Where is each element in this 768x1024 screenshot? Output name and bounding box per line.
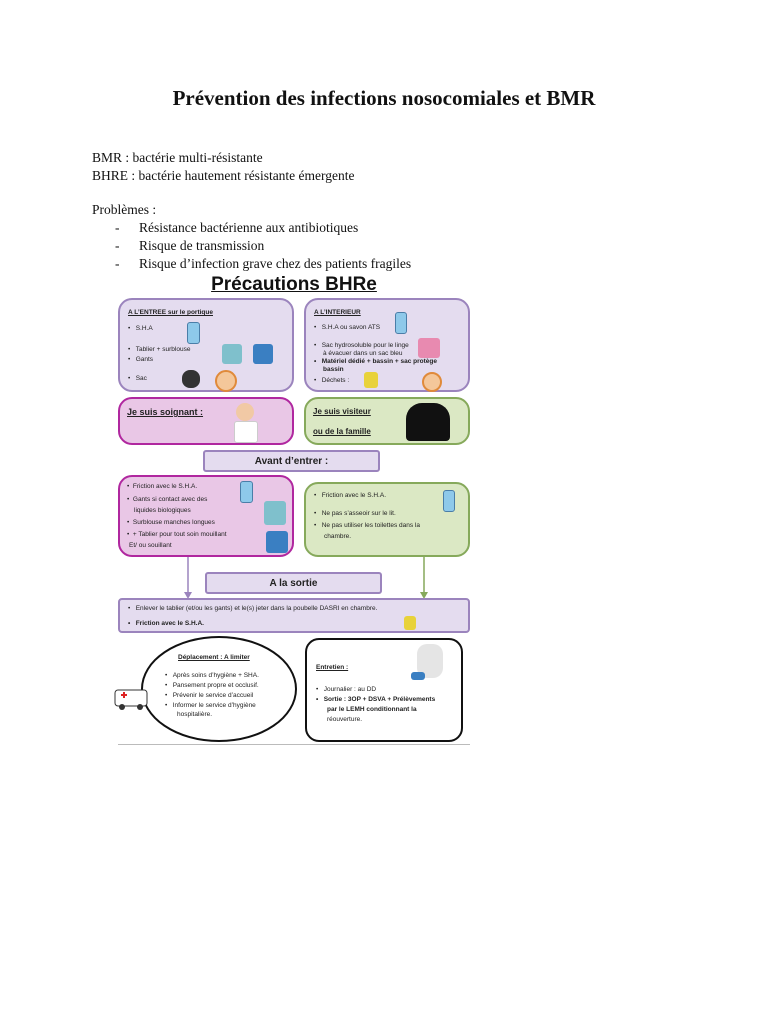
entretien-heading: Entretien :	[316, 664, 349, 671]
interieur-item: • Matériel dédié + bassin + sac protège	[314, 358, 437, 365]
nurse-body-icon	[234, 421, 258, 443]
visiteur-label: ou de la famille	[313, 427, 371, 436]
nurse-icon	[236, 403, 254, 421]
sanitizer-bottle-icon	[187, 322, 200, 344]
visiteur-box: Je suis visiteur ou de la famille	[304, 397, 470, 445]
apron-icon	[264, 501, 286, 525]
problem-item: -Risque d’infection grave chez des patie…	[115, 256, 412, 271]
laundry-bag-icon	[418, 338, 440, 358]
avant-label: Avant d’entrer :	[254, 456, 329, 467]
definition-bhre: BHRE : bactérie hautement résistante éme…	[92, 168, 355, 183]
interieur-heading: A L’INTERIEUR	[314, 309, 361, 316]
soignant-list-item-cont: liquides biologiques	[134, 507, 191, 514]
apron-icon	[222, 344, 242, 364]
interieur-item-cont: à évacuer dans un sac bleu	[323, 350, 403, 357]
deplacement-heading: Déplacement : A limiter	[178, 654, 250, 661]
visiteur-list-item-cont: chambre.	[324, 533, 352, 540]
visiteur-list-item: • Friction avec le S.H.A.	[314, 492, 387, 499]
sanitizer-bottle-icon	[240, 481, 253, 503]
entree-item: • Sac	[128, 375, 147, 382]
visiteur-label: Je suis visiteur	[313, 407, 371, 416]
avant-banner: Avant d’entrer :	[203, 450, 380, 472]
entree-box: A L’ENTREE sur le portique • S.H.A • Tab…	[118, 298, 294, 392]
trash-bag-icon	[182, 370, 200, 388]
gloves-icon	[266, 531, 288, 553]
sortie-banner: A la sortie	[205, 572, 382, 594]
bhre-infographic: Précautions BHRe A L’ENTREE sur le porti…	[113, 274, 475, 746]
bag-roll-icon	[422, 372, 442, 392]
soap-bottle-icon	[395, 312, 407, 334]
problems-heading: Problèmes :	[92, 202, 157, 217]
deplacement-oval: Déplacement : A limiter • Après soins d’…	[141, 636, 297, 742]
entree-item: • Gants	[128, 356, 154, 363]
sanitizer-bottle-icon	[443, 490, 455, 512]
ambulance-icon	[114, 689, 148, 710]
problem-item: -Résistance bactérienne aux antibiotique…	[115, 220, 359, 235]
entree-heading: A L’ENTREE sur le portique	[128, 309, 213, 316]
soignant-label: Je suis soignant :	[127, 407, 204, 417]
soignant-list-item: • Gants si contact avec des	[127, 496, 208, 503]
biohazard-bag-icon	[404, 616, 416, 630]
entretien-box: Entretien : • Journalier : au DD • Sorti…	[305, 638, 463, 742]
soignant-list-item: • Friction avec le S.H.A.	[127, 483, 198, 490]
deplacement-item-cont: hospitalière.	[177, 711, 213, 718]
visiteur-list-item: • Ne pas utiliser les toilettes dans la	[314, 522, 420, 529]
sortie-list-item: • Enlever le tablier (et/ou les gants) e…	[128, 605, 378, 612]
infographic-title: Précautions BHRe	[211, 274, 377, 295]
visiteur-list-item: • Ne pas s’asseoir sur le lit.	[314, 510, 396, 517]
soignant-list-item: • Surblouse manches longues	[127, 519, 215, 526]
interieur-box: A L’INTERIEUR • S.H.A ou savon ATS • Sac…	[304, 298, 470, 392]
interieur-item: • Sac hydrosoluble pour le linge	[314, 342, 409, 349]
entree-item: • S.H.A	[128, 325, 153, 332]
deplacement-item: • Pansement propre et occlusif.	[165, 682, 259, 689]
bucket-icon	[411, 672, 425, 680]
entree-item: • Tablier + surblouse	[128, 346, 191, 353]
soignant-list-box: • Friction avec le S.H.A. • Gants si con…	[118, 475, 294, 557]
entretien-item-cont: réouverture.	[327, 716, 363, 723]
entretien-item: • Sortie : 3OP + DSVA + Prélèvements	[316, 696, 436, 703]
interieur-item-cont: bassin	[323, 366, 344, 373]
interieur-item: • Déchets :	[314, 377, 350, 384]
soignant-list-item-cont: Et/ ou souillant	[129, 542, 172, 549]
sortie-list-box: • Enlever le tablier (et/ou les gants) e…	[118, 598, 470, 633]
interieur-item: • S.H.A ou savon ATS	[314, 324, 381, 331]
deplacement-item: • Après soins d’hygiène + SHA.	[165, 672, 259, 679]
soignant-box: Je suis soignant :	[118, 397, 294, 445]
bag-roll-icon	[215, 370, 237, 392]
bottom-divider	[118, 744, 470, 745]
deplacement-item: • Informer le service d’hygiène	[165, 702, 256, 709]
family-icon	[406, 403, 450, 441]
entretien-item-cont: par le LEMH conditionnant la	[327, 706, 417, 713]
problem-item: -Risque de transmission	[115, 238, 265, 253]
gloves-icon	[253, 344, 273, 364]
sortie-label: A la sortie	[269, 578, 318, 589]
page-title: Prévention des infections nosocomiales e…	[172, 86, 596, 110]
deplacement-item: • Prévenir le service d’accueil	[165, 692, 254, 699]
entretien-item: • Journalier : au DD	[316, 686, 377, 693]
flow-arrows	[184, 557, 428, 599]
biohazard-bag-icon	[364, 372, 378, 388]
visiteur-list-box: • Friction avec le S.H.A. • Ne pas s’ass…	[304, 482, 470, 557]
sortie-list-item: • Friction avec le S.H.A.	[128, 620, 204, 627]
soignant-list-item: • + Tablier pour tout soin mouillant	[127, 531, 227, 538]
definition-bmr: BMR : bactérie multi-résistante	[92, 150, 263, 165]
